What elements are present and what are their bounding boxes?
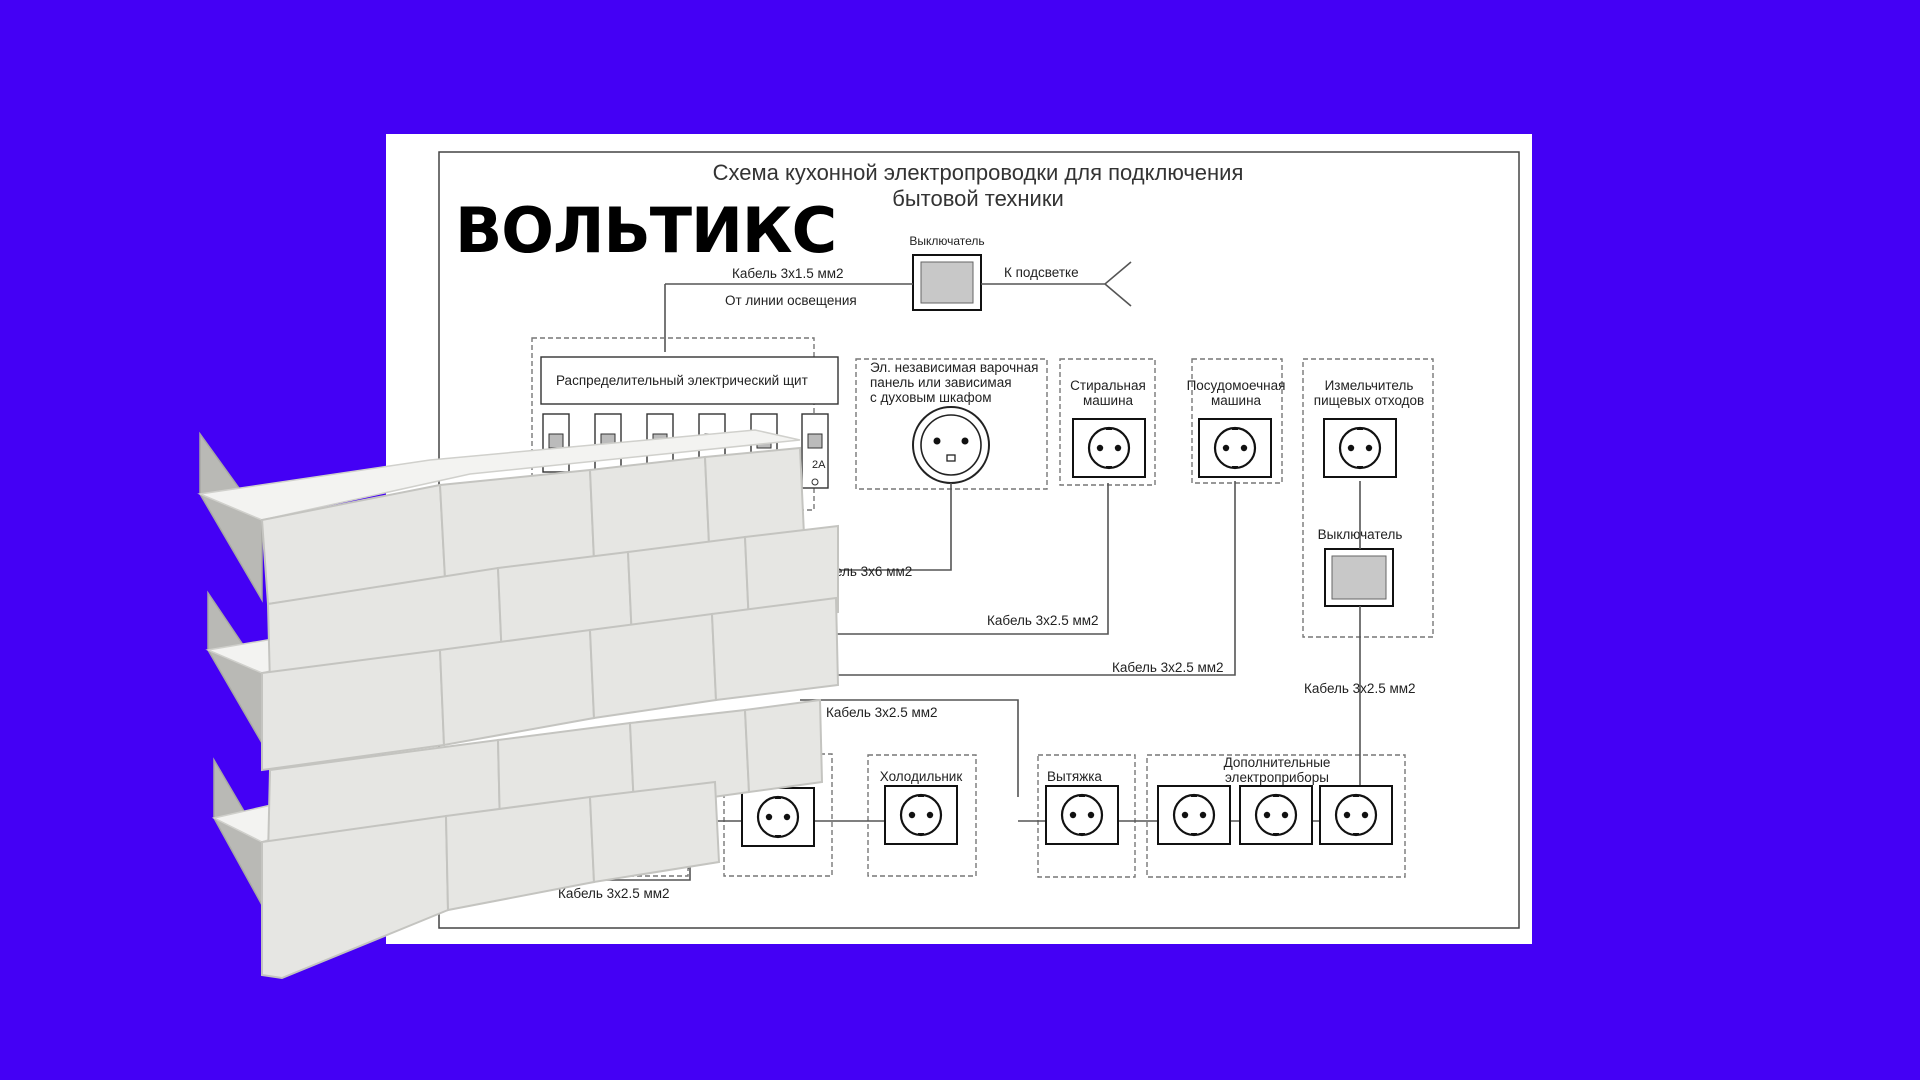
grinder-label-line2: пищевых отходов bbox=[1314, 393, 1424, 408]
grinder-socket-icon bbox=[1323, 418, 1397, 478]
to-backlight-label: К подсветке bbox=[1004, 265, 1079, 280]
hob-label-line2: панель или зависимая bbox=[870, 375, 1012, 390]
extra-socket-icon bbox=[1239, 785, 1313, 845]
cable-lighting-label: Кабель 3х1.5 мм2 bbox=[732, 266, 844, 281]
dishwasher-label-line1: Посудомоечная bbox=[1187, 378, 1286, 393]
breaker-rating-label: 2А bbox=[812, 459, 826, 471]
breaker-icon bbox=[801, 413, 829, 489]
extra-appliances-label-line1: Дополнительные bbox=[1224, 755, 1331, 770]
fridge-label: Холодильник bbox=[880, 769, 963, 784]
partial-appliance-frame bbox=[723, 753, 833, 877]
distribution-panel bbox=[540, 356, 839, 405]
hood-frame bbox=[1037, 754, 1136, 878]
dishwasher-label-line2: машина bbox=[1211, 393, 1262, 408]
fridge-frame bbox=[867, 754, 977, 877]
extra-socket-icon bbox=[1157, 785, 1231, 845]
cable-runs bbox=[579, 481, 1361, 881]
washer-label-line1: Стиральная bbox=[1070, 378, 1146, 393]
top-switch-label: Выключатель bbox=[909, 234, 984, 248]
brick-wall-image bbox=[197, 429, 840, 980]
cable-lower-label: Кабель 3х2.5 мм2 bbox=[826, 705, 938, 720]
hob-power-socket-icon bbox=[912, 406, 990, 484]
grinder-label-line1: Измельчитель bbox=[1325, 378, 1414, 393]
diagram-title-line2: бытовой техники bbox=[892, 186, 1064, 211]
extra-socket-icon bbox=[1319, 785, 1393, 845]
diagram-title-line1: Схема кухонной электропроводки для подкл… bbox=[713, 160, 1244, 185]
left-outlet-socket-icon bbox=[741, 787, 815, 847]
distribution-panel-label: Распределительный электрический щит bbox=[556, 373, 808, 388]
washer-label-line2: машина bbox=[1083, 393, 1134, 408]
washer-socket-icon bbox=[1072, 418, 1146, 478]
cable-washer-label: Кабель 3х2.5 мм2 bbox=[987, 613, 1099, 628]
extra-appliances-frame bbox=[1146, 754, 1406, 878]
top-switch-icon bbox=[912, 254, 982, 311]
brand-logo: ВОЛЬТИКС bbox=[455, 194, 836, 267]
hob-label-line3: с духовым шкафом bbox=[870, 390, 992, 405]
from-lighting-label: От линии освещения bbox=[725, 293, 857, 308]
hood-label: Вытяжка bbox=[1047, 769, 1102, 784]
dishwasher-frame bbox=[1191, 358, 1283, 484]
extra-appliances-label-line2: электроприборы bbox=[1225, 770, 1329, 785]
grinder-switch-icon bbox=[1324, 548, 1394, 607]
cable-grinder-label: Кабель 3х2.5 мм2 bbox=[1304, 681, 1416, 696]
cable-bottom-label: Кабель 3х2.5 мм2 bbox=[558, 886, 670, 901]
dishwasher-socket-icon bbox=[1198, 418, 1272, 478]
grinder-frame bbox=[1302, 358, 1434, 638]
backlight-wire bbox=[981, 261, 1132, 307]
hob-label-line1: Эл. независимая варочная bbox=[870, 360, 1038, 375]
cable-dishwasher-label: Кабель 3х2.5 мм2 bbox=[1112, 660, 1224, 675]
fridge-socket-icon bbox=[884, 785, 958, 845]
hood-socket-icon bbox=[1045, 785, 1119, 845]
